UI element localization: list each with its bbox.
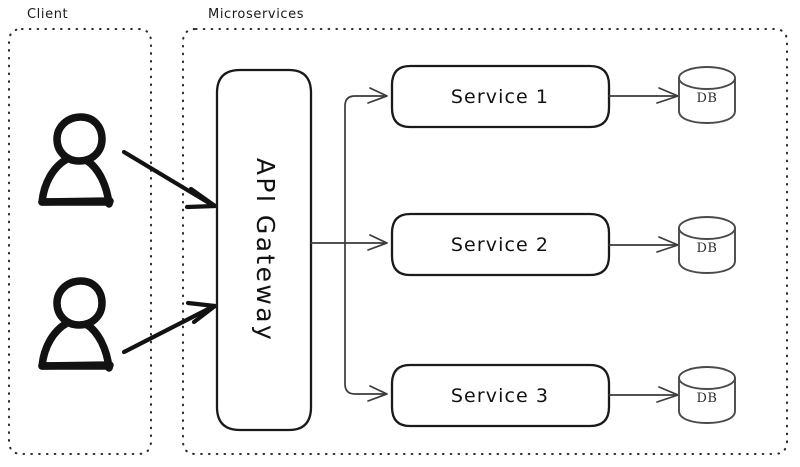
service-3-box <box>390 363 611 428</box>
branch-arrowhead-1 <box>367 87 388 104</box>
user-icon <box>53 113 106 165</box>
edge-user2-arrowhead <box>185 300 218 325</box>
edge-gateway-branch <box>310 87 388 402</box>
zone-client: Client <box>7 7 153 456</box>
zone-microservices: Microservices <box>181 7 789 456</box>
edge-service1-db1-arrowhead <box>656 87 679 104</box>
edge-service2-db2-arrowhead <box>656 236 679 253</box>
edge-service3-db3-arrowhead <box>656 386 679 403</box>
edge-service1-to-db1 <box>608 87 679 104</box>
edge-service3-to-db3 <box>608 386 679 403</box>
db-3-node[interactable]: DB <box>678 366 736 424</box>
api-gateway-node[interactable]: API Gateway <box>215 68 313 432</box>
client-zone-border <box>7 27 153 456</box>
service-3-label: Service 3 <box>451 385 549 407</box>
service-2-label: Service 2 <box>451 234 549 256</box>
edge-user1-arrowhead <box>184 186 218 210</box>
microservices-zone-label: Microservices <box>208 7 304 22</box>
database-icon <box>678 77 736 124</box>
db-1-node[interactable]: DB <box>678 66 736 124</box>
database-icon <box>678 377 736 424</box>
db-2-node[interactable]: DB <box>678 216 736 274</box>
database-icon-top <box>678 216 736 240</box>
db-1-label: DB <box>697 91 718 106</box>
edge-user2-to-gateway <box>121 300 218 355</box>
client-zone-label: Client <box>27 7 68 22</box>
branch-to-service-1 <box>344 95 385 244</box>
branch-to-service-3 <box>344 242 385 395</box>
microservices-zone-border <box>181 27 789 456</box>
user-icon-1-group[interactable] <box>38 113 114 208</box>
api-gateway-box <box>215 68 313 432</box>
user-icon <box>53 277 106 329</box>
db-2-label: DB <box>697 241 718 256</box>
edge-service2-to-db2 <box>608 236 679 253</box>
api-gateway-label: API Gateway <box>251 158 280 342</box>
branch-arrowhead-3 <box>367 385 388 402</box>
service-2-node[interactable]: Service 2 <box>390 212 611 277</box>
db-3-label: DB <box>697 391 718 406</box>
user-icon-body <box>38 155 114 208</box>
edge-user2-line <box>121 303 217 355</box>
user-icon-2-group[interactable] <box>38 277 114 372</box>
edge-user1-to-gateway <box>121 149 218 210</box>
service-1-node[interactable]: Service 1 <box>390 64 611 129</box>
service-3-node[interactable]: Service 3 <box>390 363 611 428</box>
database-icon-top <box>678 66 736 90</box>
service-2-box <box>390 212 611 277</box>
service-1-box <box>390 64 611 129</box>
branch-arrowhead-2 <box>367 234 388 251</box>
database-icon-top <box>678 366 736 390</box>
service-1-label: Service 1 <box>451 86 549 108</box>
database-icon <box>678 227 736 274</box>
user-icon-body <box>38 319 114 372</box>
